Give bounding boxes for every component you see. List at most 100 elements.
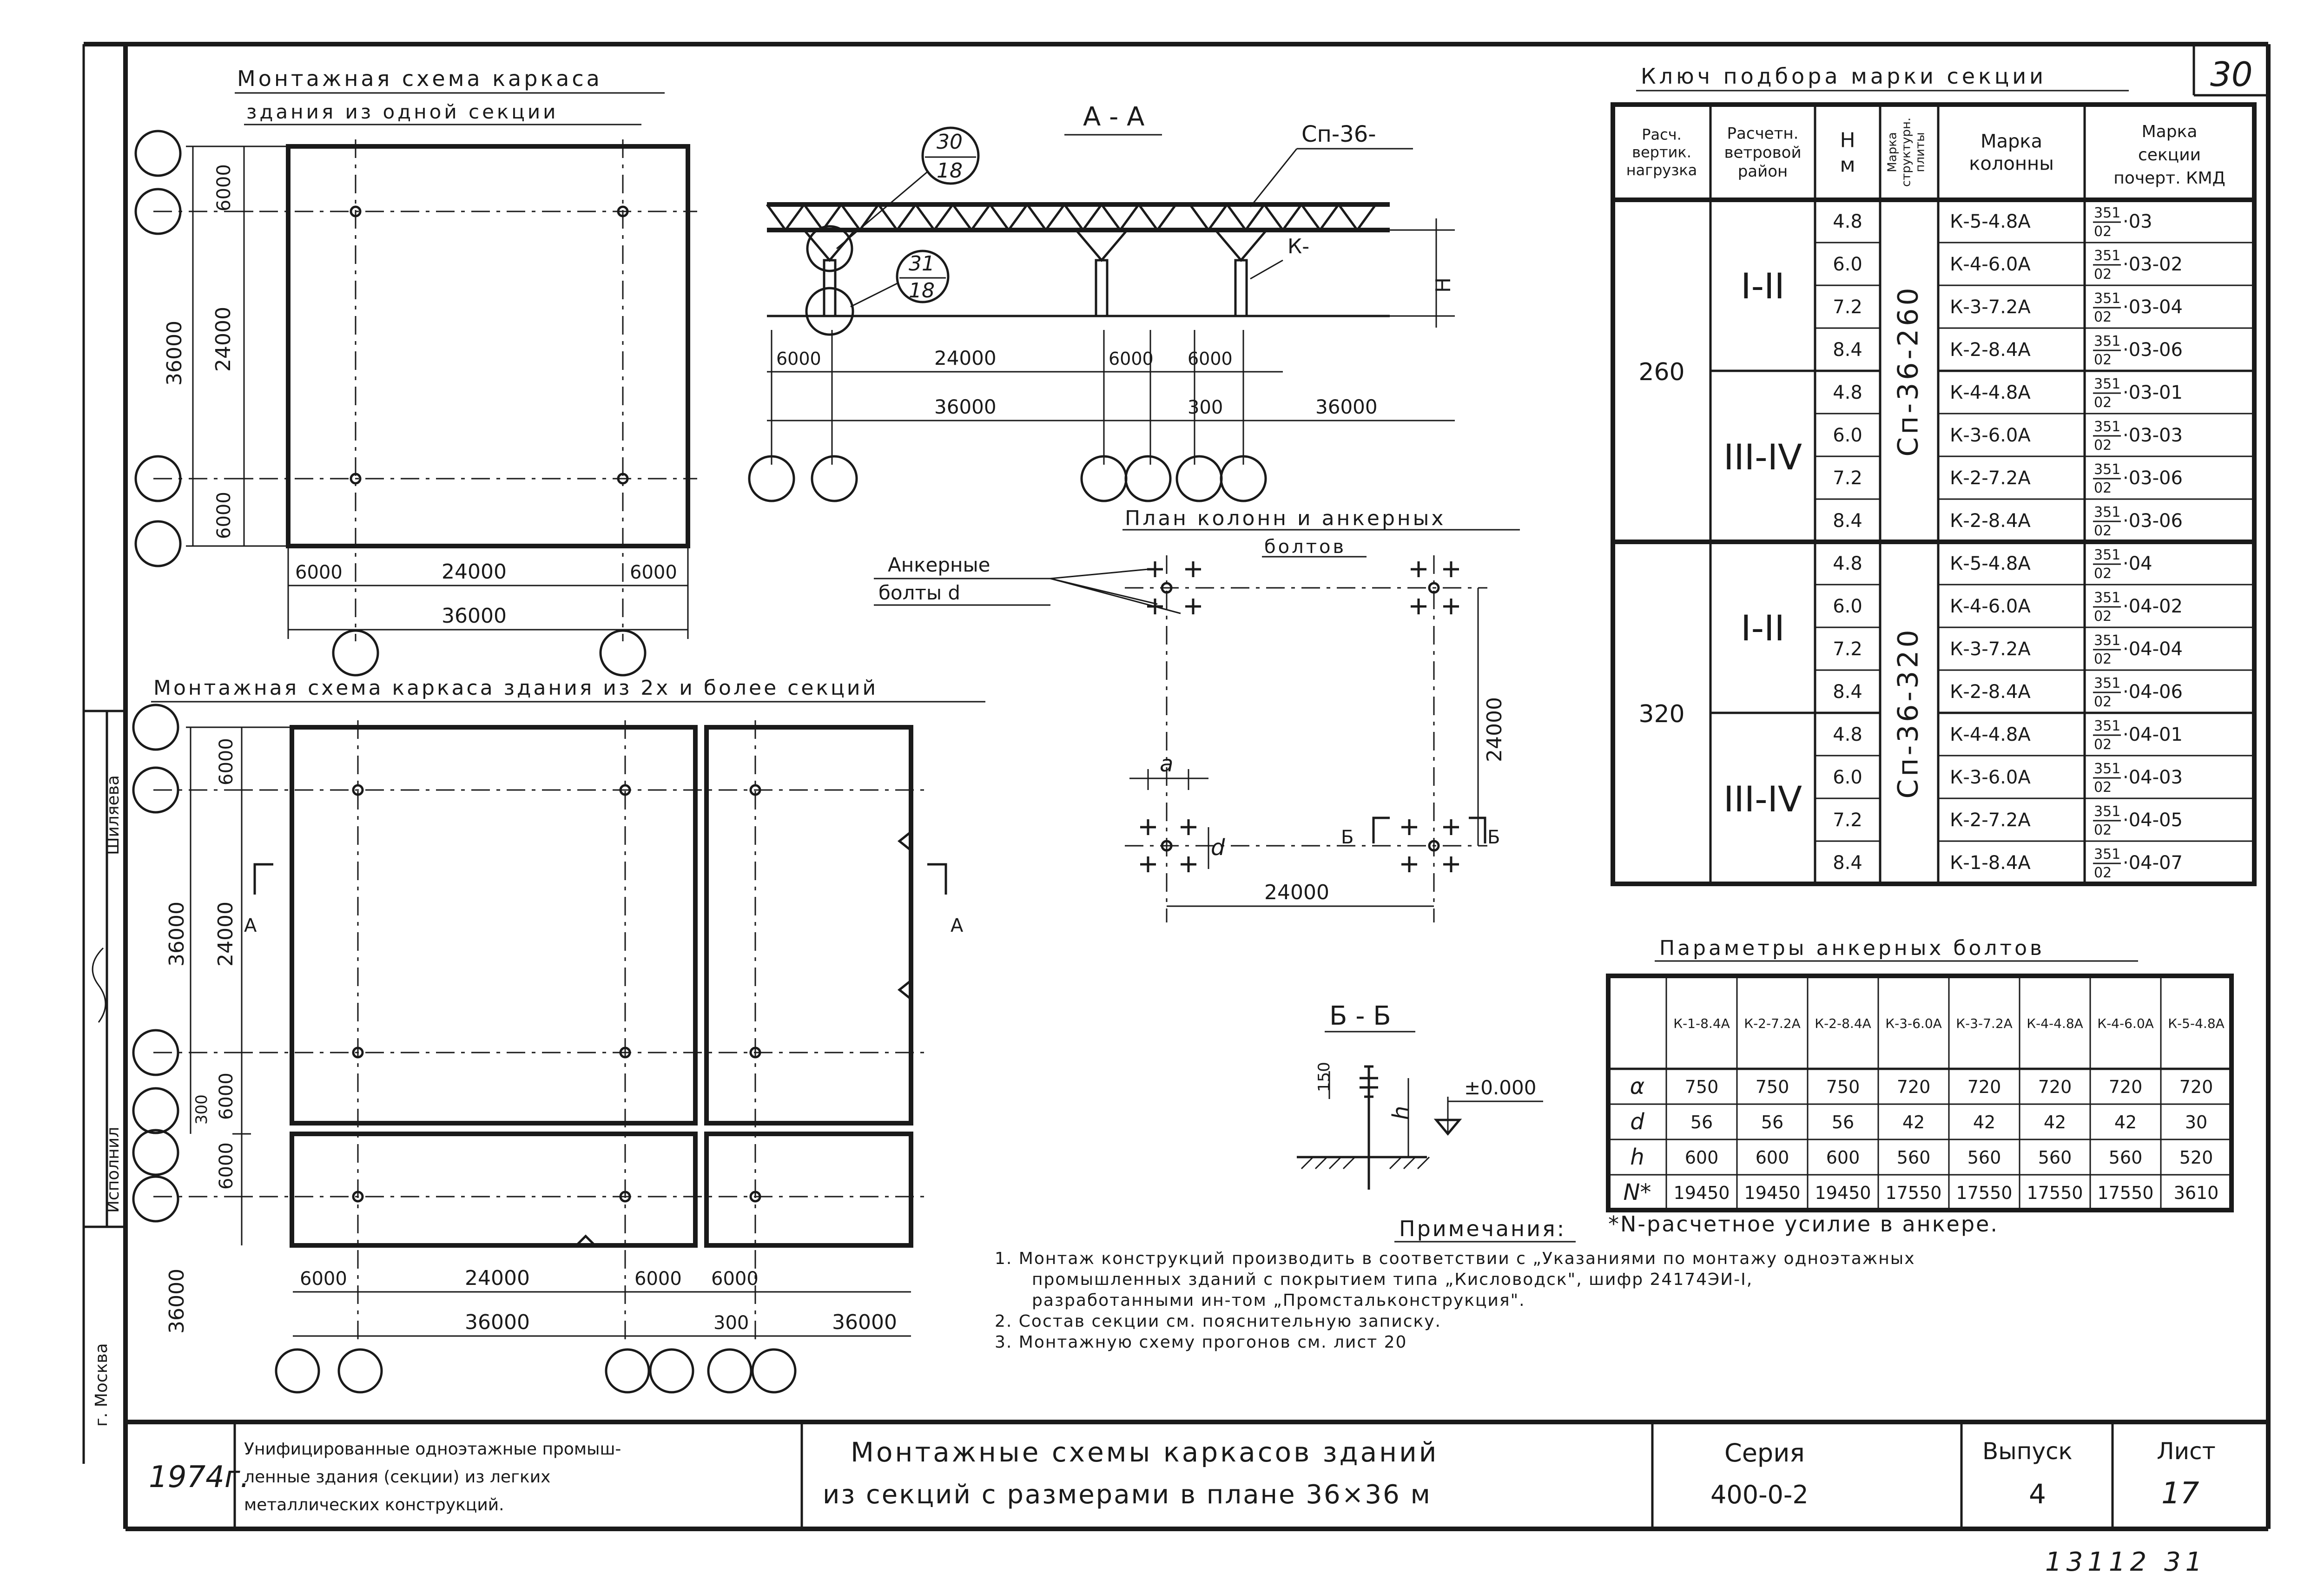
bolt-row-label: h [1630,1144,1644,1170]
margin-sign-2: Исполнил [104,1127,123,1213]
bolt-row-label: N* [1624,1179,1651,1205]
key-cell-column: К-3-6.0А [1950,767,2031,788]
dim-6000-top: 6000 [213,164,235,211]
tb-issue-label: Выпуск [1982,1438,2073,1465]
key-cell-h: 4.8 [1833,382,1862,403]
margin-sign-1: Шиляева [104,775,123,855]
note-line-1: 1. Монтаж конструкций производить в соот… [995,1249,1915,1268]
svg-text:36000: 36000 [1315,395,1378,418]
anchor-bolt-plan: План колонн и анкерных болтов Анкерные б… [874,507,1520,922]
note-line-2: промышленных зданий с покрытием типа „Ки… [1032,1270,1753,1289]
key-cell-region: I-II [1741,607,1785,649]
key-cell-column: К-2-7.2А [1950,467,2031,489]
axis-bubble [132,766,179,814]
bolt-col-header: К-5-4.8А [2168,1016,2225,1031]
key-cell-sec-num: 351 [2094,419,2120,435]
key-cell-sec-den: 02 [2094,266,2112,283]
key-cell-sec-den: 02 [2094,224,2112,240]
bolt-cell: 720 [1967,1077,2001,1097]
key-header-plate: Марка [1886,132,1900,172]
key-header-h: м [1840,153,1855,177]
key-cell-sec-num: 351 [2094,333,2120,349]
key-cell-load: 320 [1638,700,1684,728]
multi-dim-b6000-r2: 6000 [711,1268,759,1290]
key-cell-sec-num: 351 [2094,205,2120,221]
bolt-cell: 750 [1756,1077,1789,1097]
bolt-cell: 17550 [1886,1183,1942,1203]
axis-bubble [134,130,182,177]
key-cell-sec-suffix: ·04-01 [2123,724,2183,745]
key-table-title: Ключ подбора марки секции [1641,64,2047,89]
cut-mark-b-left: Б [1341,827,1353,848]
dim-24000: 24000 [211,307,235,372]
axis-bubble [132,1029,179,1076]
bolt-cell: 42 [2114,1112,2137,1132]
key-header-col: Марка [1981,131,2042,152]
key-cell-sec-num: 351 [2094,803,2120,820]
key-cell-sec-suffix: ·03-06 [2123,467,2183,489]
bolt-cell: 720 [2179,1077,2213,1097]
bolt-row-label: d [1630,1109,1644,1135]
single-scheme-title-2: здания из одной секции [246,100,558,123]
title-block: 1974г. Унифицированные одноэтажные промы… [125,1420,2268,1529]
label-k: К- [1287,235,1309,258]
bolt-cell: 720 [1897,1077,1931,1097]
bolt-cell: 19450 [1674,1183,1730,1203]
key-cell-h: 4.8 [1833,724,1862,745]
section-a-a: А - А 30 18 31 18 Сп-36- К- Н [748,102,1455,502]
bolt-cell: 520 [2179,1147,2213,1168]
key-header-plate: плиты [1914,132,1928,172]
key-cell-h: 6.0 [1833,767,1862,788]
axis-bubble [1124,455,1172,502]
dim-6000-bot: 6000 [213,492,235,539]
key-cell-column: К-2-8.4А [1950,681,2031,703]
margin-city: г. Москва [92,1343,111,1427]
tb-year: 1974г. [149,1460,250,1494]
bolt-table-title: Параметры анкерных болтов [1659,936,2045,960]
axis-bubble [132,1175,179,1223]
axis-bubble [811,455,858,502]
svg-text:6000: 6000 [776,349,821,369]
key-header-h: Н [1840,129,1855,152]
multi-dim-36000-b: 36000 [165,1269,189,1334]
bolt-cell: 17550 [1956,1183,2013,1203]
callout-30-18 [921,126,980,185]
axis-bubble [1220,455,1267,502]
key-cell-column: К-3-7.2А [1950,296,2031,318]
bolt-col-header: К-2-8.4А [1815,1016,1871,1031]
key-cell-sec-den: 02 [2094,865,2112,881]
key-cell-sec-den: 02 [2094,779,2112,796]
anchor-dim-a: a [1160,751,1173,777]
tb-series-label: Серия [1724,1438,1805,1468]
key-cell-h: 8.4 [1833,852,1862,874]
notes-title: Примечания: [1399,1216,1566,1241]
bolt-cell: 17550 [2098,1183,2154,1203]
notes-footnote: *N-расчетное усилие в анкере. [1608,1211,1999,1237]
multi-dim-6000-c: 6000 [216,1142,237,1190]
notes: Примечания: *N-расчетное усилие в анкере… [995,1211,1999,1352]
axis-bubble [132,1129,179,1176]
key-cell-sec-suffix: ·03-06 [2123,339,2183,361]
callout-31-18 [896,250,950,303]
margin-signature [92,947,106,1023]
svg-text:18: 18 [937,159,963,183]
key-cell-sec-den: 02 [2094,651,2112,667]
bb-dim-h: h [1388,1106,1414,1120]
tb-desc-1: Унифицированные одноэтажные промыш- [244,1440,621,1459]
anchor-plan-title-2: болтов [1264,536,1346,558]
dim-b6000-left: 6000 [295,562,343,583]
bb-dim-150: 150 [1315,1062,1334,1092]
sheet-number: 30 [2210,55,2253,94]
key-cell-sec-suffix: ·03-02 [2123,254,2183,275]
key-cell-region: III-IV [1723,436,1802,478]
single-scheme-title-1: Монтажная схема каркаса [237,66,602,91]
key-header-load: нагрузка [1626,161,1697,179]
key-cell-region: I-II [1741,265,1785,307]
key-cell-sec-suffix: ·03-04 [2123,296,2183,318]
multi-dim-36000: 36000 [165,902,189,967]
tb-desc-2: ленные здания (секции) из легких [244,1468,550,1487]
multi-dim-b36000: 36000 [465,1310,530,1334]
key-cell-sec-suffix: ·04 [2123,553,2152,574]
key-cell-sec-suffix: ·03 [2123,211,2152,232]
